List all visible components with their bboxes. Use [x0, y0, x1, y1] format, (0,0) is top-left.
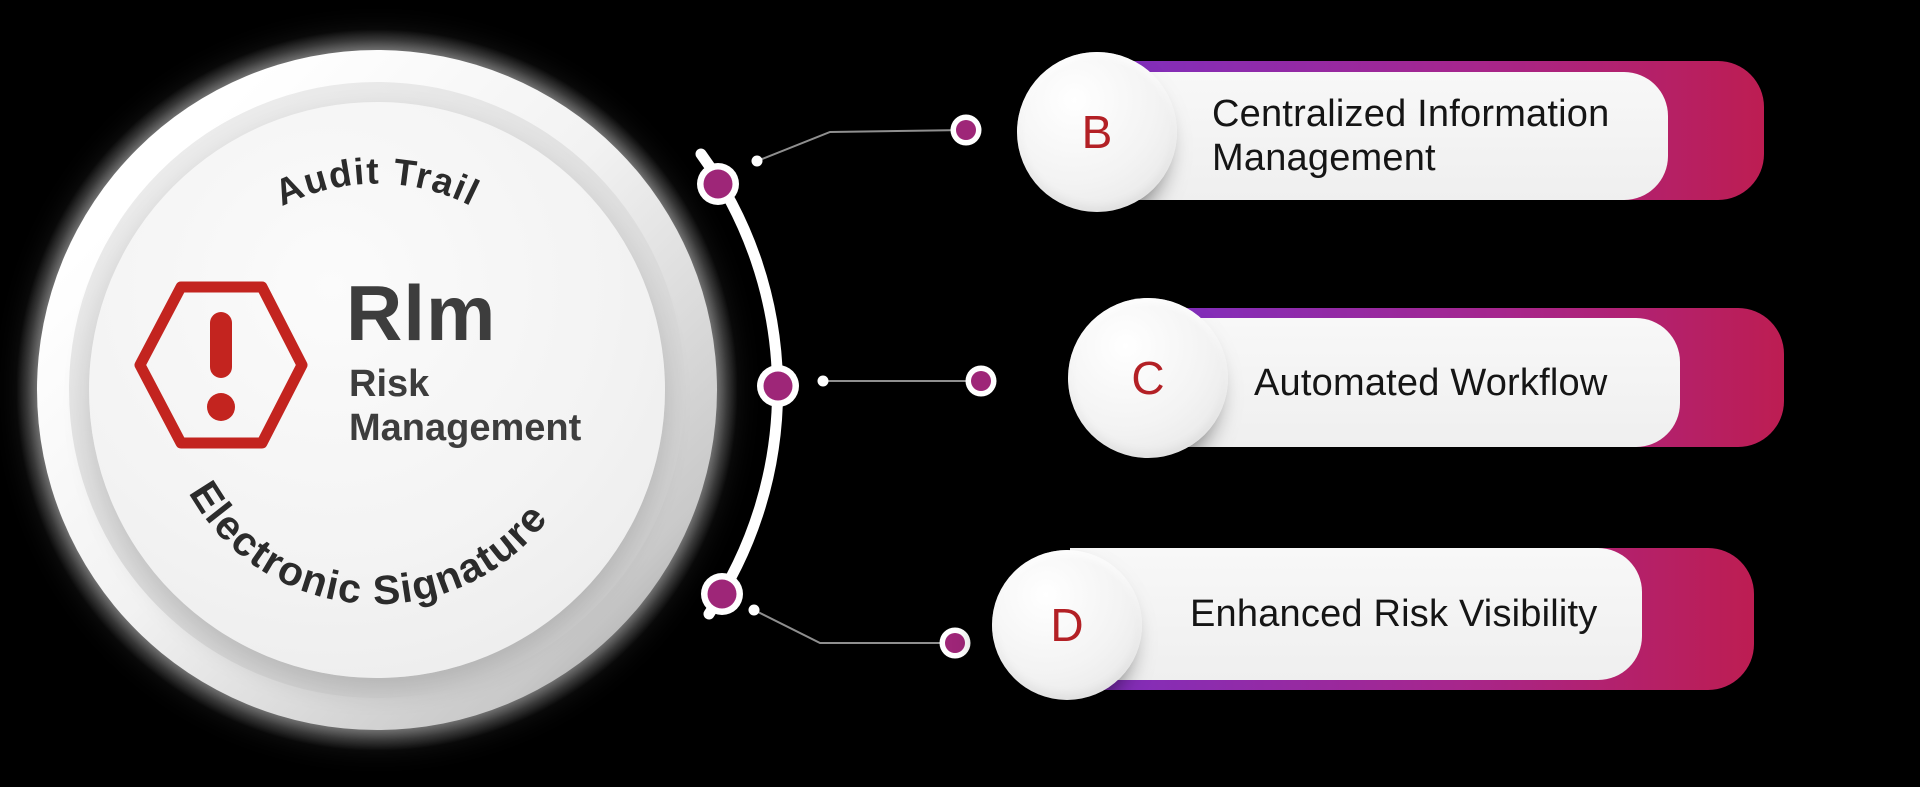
hub-subtitle: Risk Management — [349, 363, 582, 449]
hub-abbreviation: Rlm — [346, 269, 497, 357]
connector-end-dot-c — [965, 365, 997, 397]
card-label: Automated Workflow — [1254, 361, 1608, 404]
warning-hexagon-icon — [134, 281, 308, 449]
hub-curved-label-top: Audit Trail — [269, 151, 487, 214]
item-card-enhanced-risk-visibility[interactable]: Enhanced Risk Visibility — [1070, 548, 1754, 690]
exclamation-dot — [207, 393, 235, 421]
hub-curved-label-bottom: Electronic Signature — [180, 473, 556, 614]
connector-origin-dot-b — [751, 155, 763, 167]
arc-node-dot-b — [697, 163, 739, 205]
item-card-automated-workflow[interactable]: Automated Workflow — [1150, 308, 1784, 447]
connector-origin-dot-c — [817, 375, 829, 387]
connector-end-dot-d — [939, 627, 971, 659]
letter-badge-c[interactable]: C — [1068, 298, 1228, 458]
badge-letter: B — [1081, 106, 1113, 158]
connector-line-d — [753, 609, 955, 644]
connector-end-dot-b — [950, 114, 982, 146]
connector-origin-dot-d — [748, 604, 760, 616]
hub-inner-disk — [89, 102, 665, 678]
item-card-centralized-information-management[interactable]: Centralized Information Management — [1100, 61, 1764, 200]
letter-badge-d[interactable]: D — [992, 550, 1142, 700]
exclamation-bar — [210, 312, 232, 378]
card-body: Centralized Information Management — [1100, 72, 1668, 200]
card-label: Enhanced Risk Visibility — [1190, 593, 1598, 635]
arc-node-dot-c — [757, 365, 799, 407]
card-body: Automated Workflow — [1150, 318, 1680, 447]
badge-letter: D — [1050, 599, 1084, 651]
card-label: Centralized Information Management — [1212, 93, 1610, 179]
connector-line-b — [756, 129, 967, 162]
badge-letter: C — [1131, 352, 1165, 404]
card-body: Enhanced Risk Visibility — [1070, 548, 1642, 680]
arc-node-dot-d — [701, 573, 743, 615]
letter-badge-b[interactable]: B — [1017, 52, 1177, 212]
